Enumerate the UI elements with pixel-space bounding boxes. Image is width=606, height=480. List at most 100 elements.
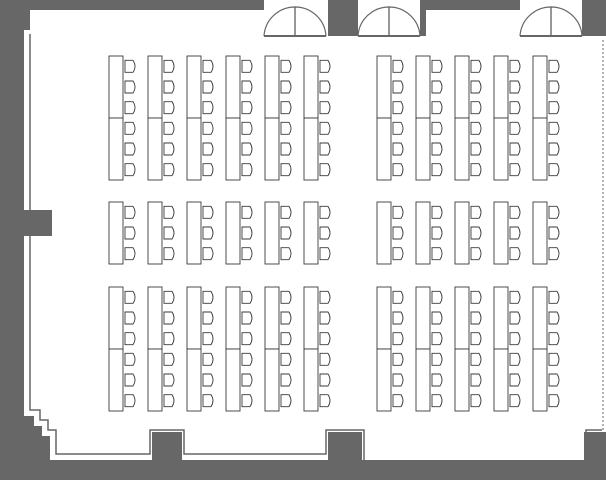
chair	[124, 142, 136, 156]
chair	[392, 80, 404, 94]
chair	[163, 373, 175, 387]
chair	[548, 290, 560, 304]
desk	[454, 201, 470, 265]
chair	[392, 163, 404, 177]
chair	[470, 332, 482, 346]
door-leaf-right	[550, 6, 583, 37]
top-wall-left	[0, 0, 264, 30]
desk-with-seats	[415, 286, 443, 350]
chair	[319, 59, 331, 73]
chair	[280, 80, 292, 94]
desk-with-seats	[532, 55, 560, 119]
chair	[319, 101, 331, 115]
desk	[264, 286, 280, 350]
desk	[376, 55, 392, 119]
desk	[415, 348, 431, 412]
chair	[319, 142, 331, 156]
chair	[202, 163, 214, 177]
chair	[241, 142, 253, 156]
chair	[509, 205, 521, 219]
chair	[163, 121, 175, 135]
chair	[392, 101, 404, 115]
desk-with-seats	[108, 117, 136, 181]
doors	[263, 6, 583, 37]
chair	[163, 142, 175, 156]
chair	[319, 247, 331, 261]
chair	[124, 290, 136, 304]
chair	[509, 373, 521, 387]
chair	[431, 352, 443, 366]
chair	[392, 394, 404, 408]
chair	[163, 247, 175, 261]
desk	[225, 117, 241, 181]
desk	[147, 201, 163, 265]
chair	[319, 163, 331, 177]
chair	[124, 311, 136, 325]
chair	[431, 226, 443, 240]
chair	[392, 373, 404, 387]
chair	[163, 394, 175, 408]
chair	[548, 205, 560, 219]
chair	[202, 290, 214, 304]
chair	[241, 59, 253, 73]
desk	[454, 117, 470, 181]
chair	[124, 205, 136, 219]
desk-with-seats	[376, 348, 404, 412]
desk-with-seats	[415, 117, 443, 181]
chair	[548, 352, 560, 366]
chair	[241, 163, 253, 177]
bottom-pillar-left	[152, 432, 182, 462]
chair	[241, 247, 253, 261]
chair	[509, 226, 521, 240]
chair	[202, 205, 214, 219]
chair	[431, 80, 443, 94]
desk	[147, 117, 163, 181]
chair	[431, 205, 443, 219]
chair	[470, 80, 482, 94]
chair	[241, 226, 253, 240]
chair	[241, 311, 253, 325]
chair	[280, 332, 292, 346]
chair	[202, 352, 214, 366]
desk	[186, 201, 202, 265]
chair	[509, 290, 521, 304]
chair	[202, 80, 214, 94]
desk-with-seats	[147, 286, 175, 350]
desk-with-seats	[147, 55, 175, 119]
desk-with-seats	[108, 286, 136, 350]
chair	[392, 226, 404, 240]
chair	[470, 290, 482, 304]
desk-with-seats	[454, 348, 482, 412]
desk-with-seats	[493, 348, 521, 412]
chair	[241, 332, 253, 346]
chair	[509, 121, 521, 135]
desk-with-seats	[186, 117, 214, 181]
chair	[163, 101, 175, 115]
front-block	[108, 55, 560, 181]
chair	[431, 332, 443, 346]
chair	[509, 311, 521, 325]
door	[357, 6, 421, 37]
chair	[319, 121, 331, 135]
desk-with-seats	[147, 201, 175, 265]
desk-with-seats	[186, 348, 214, 412]
chair	[431, 121, 443, 135]
chair	[548, 101, 560, 115]
desk-with-seats	[225, 286, 253, 350]
desk-with-seats	[147, 348, 175, 412]
desk-with-seats	[415, 201, 443, 265]
door	[519, 6, 583, 37]
desk-with-seats	[415, 55, 443, 119]
chair	[202, 59, 214, 73]
door	[263, 6, 327, 37]
desk	[264, 55, 280, 119]
desk	[108, 55, 124, 119]
desk-with-seats	[147, 117, 175, 181]
chair	[241, 121, 253, 135]
desk	[225, 286, 241, 350]
desk-with-seats	[303, 201, 331, 265]
desk-with-seats	[225, 348, 253, 412]
chair	[280, 247, 292, 261]
chair	[470, 101, 482, 115]
